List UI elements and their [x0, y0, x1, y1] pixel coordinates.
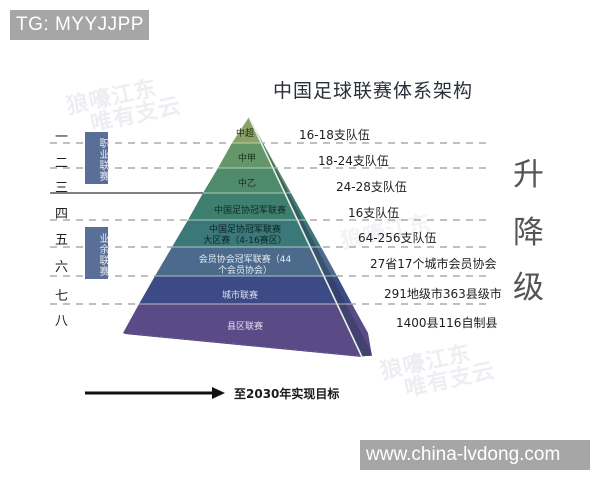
tier-label-chaoji: 中超	[235, 129, 254, 139]
tier-label-member-assoc: 会员协会冠军联赛（44 个会员协会）	[180, 255, 310, 277]
rank-1: 一	[55, 130, 69, 145]
tier-label-county: 县区联赛	[226, 322, 263, 332]
team-count-tier-7: 291地级市363县级市	[384, 287, 502, 301]
rank-4: 四	[55, 207, 69, 222]
rank-2: 二	[55, 156, 69, 171]
group-amateur: 业余联赛	[85, 227, 108, 279]
tier-label-line-1: 会员协会冠军联赛（44	[198, 255, 292, 265]
team-count-tier-1: 16-18支队伍	[299, 128, 370, 142]
tier-label-jia: 中甲	[237, 154, 256, 164]
team-count-tier-5: 64-256支队伍	[358, 231, 437, 245]
group-professional: 职业联赛	[85, 132, 108, 184]
tier-label-city: 城市联赛	[221, 291, 258, 301]
tier-label-fa-champions: 中国足协冠军联赛	[213, 206, 286, 216]
rank-3: 三	[55, 181, 69, 196]
team-count-tier-2: 18-24支队伍	[318, 154, 389, 168]
level-dividers	[50, 142, 490, 305]
website-tag: www.china-lvdong.com	[360, 440, 590, 470]
promotion-char-3: 级	[513, 270, 544, 306]
tier-label-line-1: 中国足协冠军联赛	[208, 225, 281, 235]
rank-6: 六	[55, 260, 69, 275]
rank-5: 五	[55, 233, 69, 248]
diagram-title: 中国足球联赛体系架构	[273, 80, 474, 102]
rank-7: 七	[55, 289, 69, 304]
target-2030-label: 至2030年实现目标	[234, 387, 340, 401]
tier-label-fa-regional: 中国足协冠军联赛 大区赛（4-16赛区）	[190, 225, 300, 247]
telegram-tag: TG: MYYJJPP	[10, 10, 149, 40]
rank-8: 八	[55, 314, 69, 329]
team-count-tier-8: 1400县116自制县	[396, 316, 498, 330]
team-count-tier-3: 24-28支队伍	[336, 180, 407, 194]
promotion-char-1: 升	[513, 157, 544, 193]
team-count-tier-6: 27省17个城市会员协会	[370, 257, 497, 271]
tier-label-yi: 中乙	[237, 179, 256, 189]
tier-label-line-2: 大区赛（4-16赛区）	[203, 236, 287, 246]
tier-label-line-2: 个会员协会）	[217, 266, 272, 276]
team-count-tier-4: 16支队伍	[348, 206, 400, 220]
promotion-char-2: 降	[513, 215, 544, 251]
